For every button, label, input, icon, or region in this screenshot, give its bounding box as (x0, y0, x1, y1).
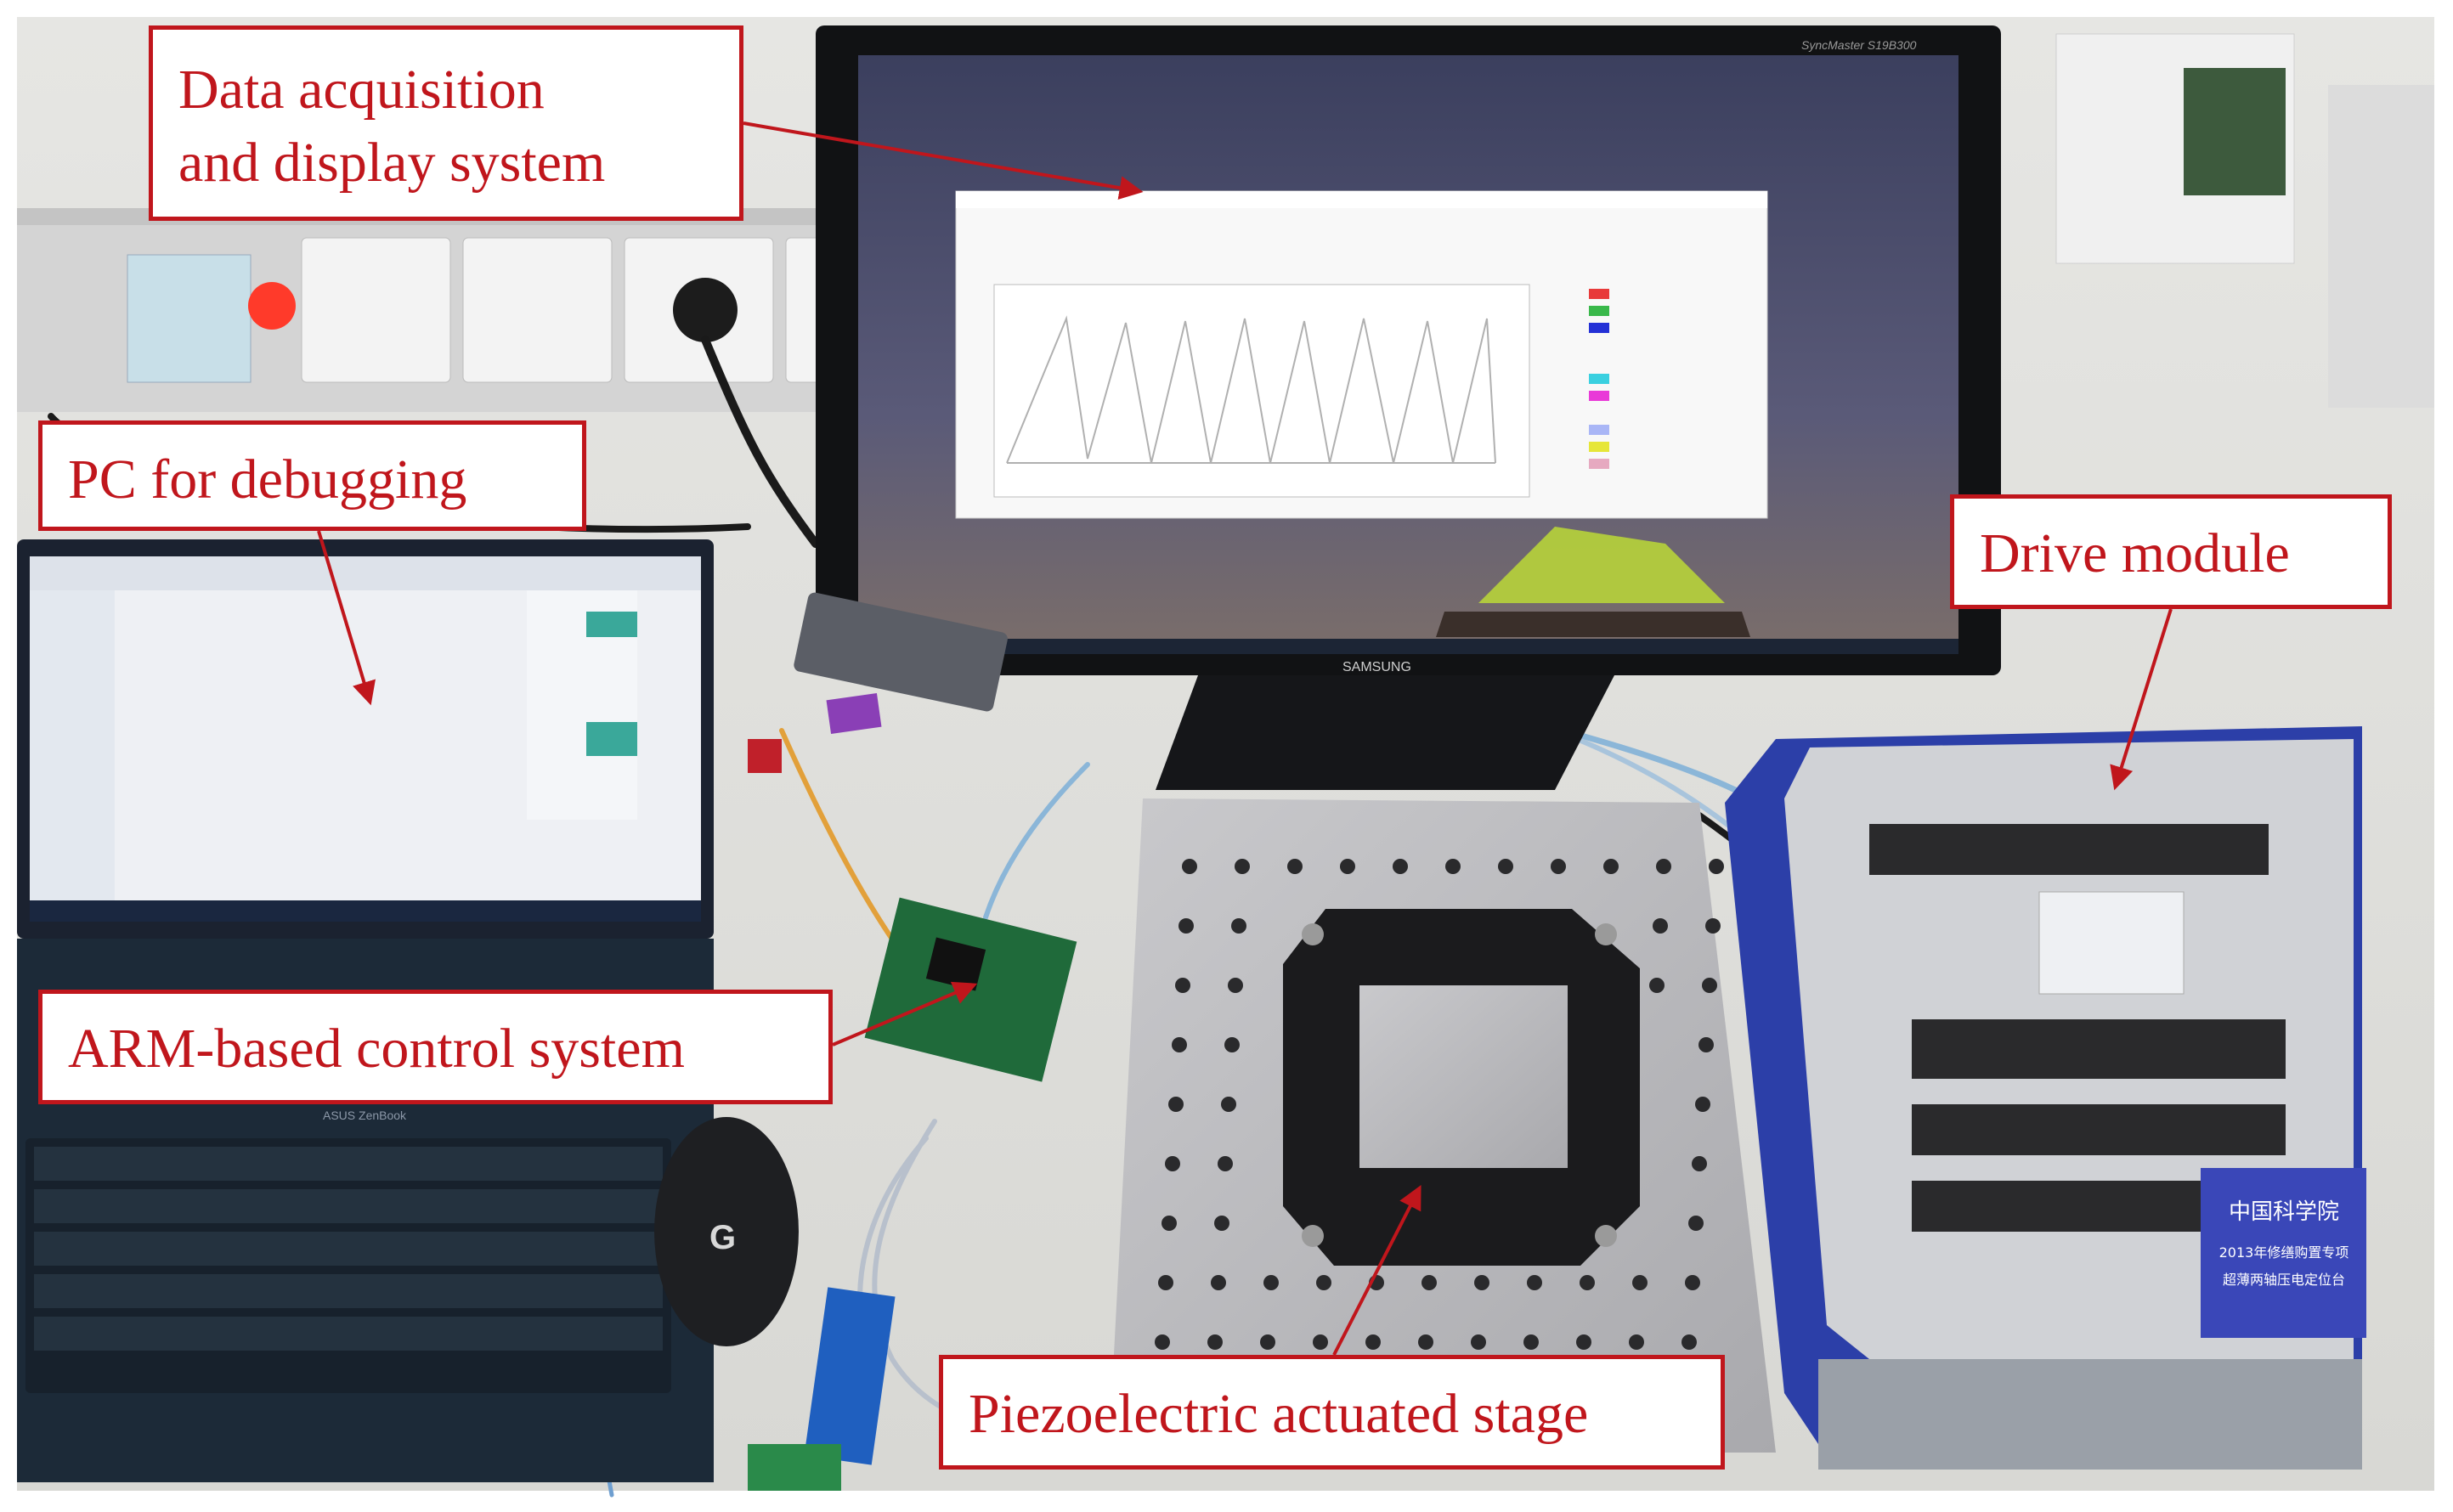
callout-daq-line1: Data acquisition (178, 59, 545, 121)
callout-piezo-stage: Piezoelectric actuated stage (939, 1355, 1725, 1470)
monitor-brand: SAMSUNG (1342, 660, 1411, 674)
plate-hole (1653, 918, 1668, 934)
plate-hole (1685, 1275, 1700, 1290)
plate-hole (1523, 1334, 1539, 1350)
plate-hole (1182, 859, 1197, 874)
monitor-model: SyncMaster S19B300 (1801, 38, 1917, 52)
plate-hole (1172, 1037, 1187, 1052)
plate-hole (1692, 1156, 1707, 1171)
keyboard-rows (34, 1147, 663, 1351)
plate-hole (1418, 1334, 1433, 1350)
callout-daq-line2: and display system (178, 131, 606, 194)
software-window (955, 190, 1768, 519)
plate-hole (1632, 1275, 1648, 1290)
plate-hole (1365, 1334, 1381, 1350)
drive-label-line2: 2013年修缮购置专项 (2219, 1244, 2349, 1261)
power-switch-light (248, 282, 296, 330)
plate-hole (1340, 859, 1355, 874)
plate-hole (1207, 1334, 1223, 1350)
drive-label-line3: 超薄两轴压电定位台 (2223, 1272, 2345, 1288)
plate-hole (1709, 859, 1724, 874)
laptop-brand: ASUS ZenBook (323, 1109, 407, 1122)
plate-hole (1702, 978, 1717, 993)
drive-nameplate (2038, 891, 2185, 995)
drive-label-line1: 中国科学院 (2229, 1199, 2339, 1225)
drive-module: 中国科学院 2013年修缮购置专项 超薄两轴压电定位台 (1725, 726, 2366, 1470)
plate-hole (1421, 1275, 1437, 1290)
plate-hole (1474, 1275, 1489, 1290)
arrow-drive (2110, 608, 2173, 791)
laptop: ASUS ZenBook (17, 539, 714, 1482)
plate-hole (1221, 1097, 1236, 1112)
plate-hole (1498, 859, 1513, 874)
plate-hole (1218, 1156, 1233, 1171)
plate-hole (1228, 978, 1243, 993)
plate-hole (1263, 1275, 1279, 1290)
plate-hole (1551, 859, 1566, 874)
plate-hole (1649, 978, 1665, 993)
top-right-device (2055, 33, 2434, 408)
plate-hole (1580, 1275, 1595, 1290)
usb-hub (794, 592, 1008, 734)
piezo-stage (1283, 909, 1640, 1266)
plate-hole (1313, 1334, 1328, 1350)
svg-text:G: G (709, 1219, 736, 1256)
plate-hole (1698, 1037, 1714, 1052)
plate-hole (1165, 1156, 1180, 1171)
arrow-piezo (1332, 1185, 1421, 1356)
callout-data-acquisition: Data acquisition and display system (149, 25, 743, 221)
plate-hole (1527, 1275, 1542, 1290)
plate-hole (1211, 1275, 1226, 1290)
plate-hole (1471, 1334, 1486, 1350)
callout-drive-module: Drive module (1950, 494, 2392, 609)
plate-hole (1656, 859, 1671, 874)
arrow-pc (317, 530, 376, 706)
plate-hole (1231, 918, 1246, 934)
plate-hole (1445, 859, 1461, 874)
mouse: G (654, 1117, 799, 1346)
plate-hole (1178, 918, 1194, 934)
power-strip (17, 208, 910, 412)
plate-hole (1688, 1216, 1704, 1231)
plate-hole (1162, 1216, 1177, 1231)
plate-hole (1168, 1097, 1184, 1112)
plate-hole (1260, 1334, 1275, 1350)
plate-hole (1214, 1216, 1229, 1231)
plate-hole (1393, 859, 1408, 874)
callout-pc: PC for debugging (38, 420, 586, 531)
arrow-arm (832, 981, 978, 1047)
plate-hole (1158, 1275, 1173, 1290)
plate-hole (1235, 859, 1250, 874)
plate-hole (1603, 859, 1619, 874)
plate-hole (1287, 859, 1303, 874)
plate-hole (1705, 918, 1721, 934)
plate-hole (1695, 1097, 1710, 1112)
callout-arrows (317, 121, 2173, 1356)
drive-blue-label (2201, 1168, 2366, 1338)
plate-hole (1629, 1334, 1644, 1350)
plate-hole (1224, 1037, 1240, 1052)
plate-hole (1175, 978, 1190, 993)
plate-hole (1155, 1334, 1170, 1350)
plate-hole (1681, 1334, 1697, 1350)
callout-arm-control: ARM-based control system (38, 990, 833, 1104)
arrow-daq (743, 121, 1144, 200)
monitor-taskbar (858, 639, 1958, 654)
plate-hole (1316, 1275, 1331, 1290)
plate-hole (1576, 1334, 1591, 1350)
usb-serial-adapter (748, 1287, 896, 1491)
